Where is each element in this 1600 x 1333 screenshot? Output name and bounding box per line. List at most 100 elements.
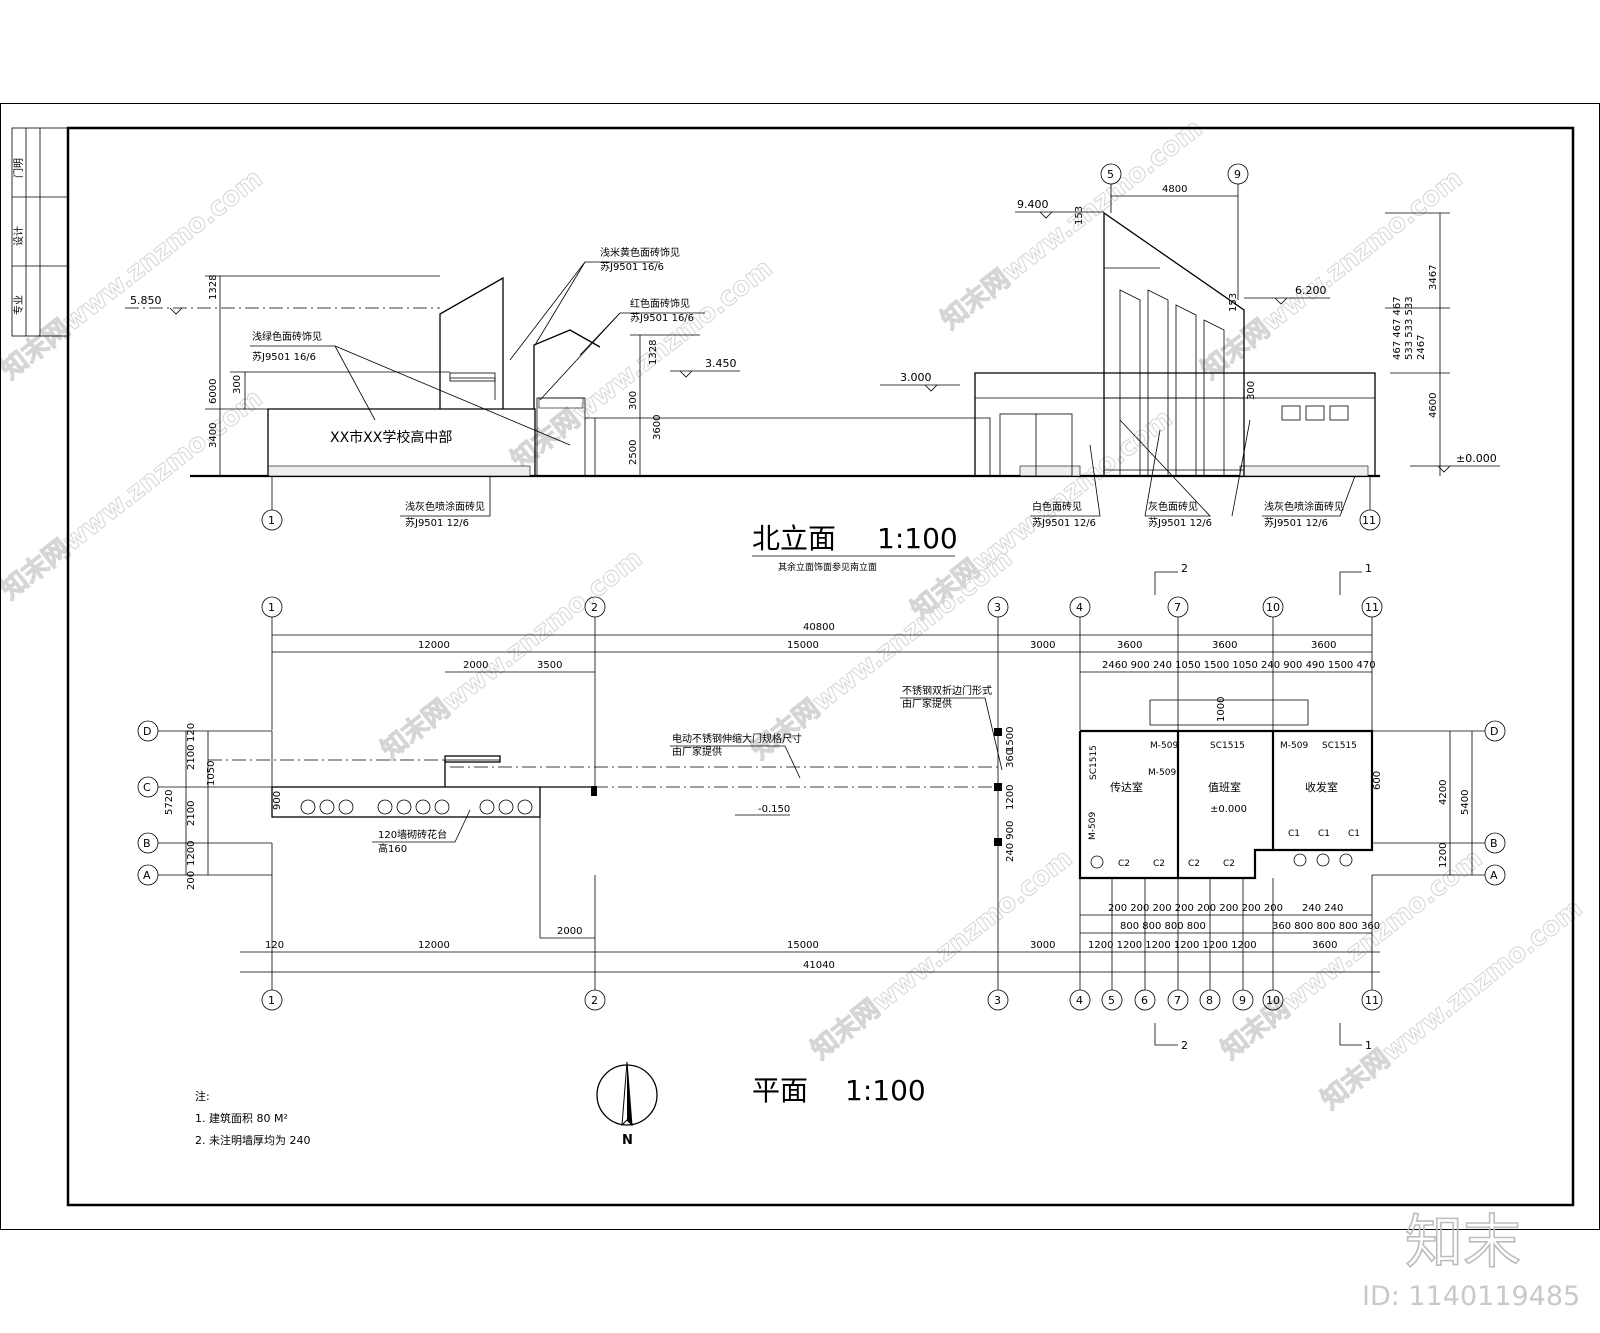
svg-text:8: 8 xyxy=(1206,994,1213,1007)
north-arrow-icon: N xyxy=(596,1061,658,1148)
svg-text:40800: 40800 xyxy=(803,622,835,633)
axis-label: 9 xyxy=(1234,168,1241,181)
svg-text:4200: 4200 xyxy=(1438,780,1449,805)
svg-text:7: 7 xyxy=(1174,601,1181,614)
svg-text:800 800 800 800: 800 800 800 800 xyxy=(1120,921,1206,932)
svg-text:11: 11 xyxy=(1365,601,1379,614)
plan-axes-bottom: 1 2 3 4 5 6 7 8 9 10 11 xyxy=(261,860,1383,1011)
elevation-axis-9: 9 xyxy=(1227,163,1249,300)
svg-text:2: 2 xyxy=(591,601,598,614)
svg-text:苏J9501 12/6: 苏J9501 12/6 xyxy=(1148,516,1212,529)
svg-text:300: 300 xyxy=(628,391,639,410)
svg-text:6.200: 6.200 xyxy=(1295,284,1327,297)
svg-text:SC1515: SC1515 xyxy=(1089,745,1099,780)
svg-text:2460 900 240 1050 1500 1: 2460 900 240 1050 1500 1050 240 900 490 … xyxy=(1102,660,1376,671)
elevation-note: 其余立面饰面参见南立面 xyxy=(778,561,877,573)
svg-text:1500: 1500 xyxy=(1005,727,1016,752)
notes-heading: 注: xyxy=(195,1089,210,1103)
image-id: ID: 1140119485 xyxy=(1362,1281,1580,1312)
svg-text:120墙砌砖花台: 120墙砌砖花台 xyxy=(378,828,447,841)
svg-text:3.000: 3.000 xyxy=(900,371,932,384)
level-3000: 3.000 xyxy=(880,371,960,392)
svg-text:4: 4 xyxy=(1076,601,1083,614)
svg-text:467 467 467: 467 467 467 xyxy=(1392,296,1403,360)
svg-text:6: 6 xyxy=(1141,994,1148,1007)
svg-text:浅灰色喷涂面砖见: 浅灰色喷涂面砖见 xyxy=(1264,500,1344,513)
svg-text:苏J9501 12/6: 苏J9501 12/6 xyxy=(405,516,469,529)
svg-text:苏J9501 12/6: 苏J9501 12/6 xyxy=(1032,516,1096,529)
axis-label: 1 xyxy=(268,514,275,527)
svg-text:5: 5 xyxy=(1108,994,1115,1007)
svg-text:浅米黄色面砖饰见: 浅米黄色面砖饰见 xyxy=(600,246,680,259)
svg-text:3600: 3600 xyxy=(1117,640,1142,651)
svg-text:10: 10 xyxy=(1266,601,1280,614)
svg-text:41040: 41040 xyxy=(803,960,835,971)
svg-text:SC1515: SC1515 xyxy=(1322,741,1357,751)
level-3450: 3.450 xyxy=(670,357,740,378)
svg-text:D: D xyxy=(1490,725,1498,738)
callout: 浅灰色喷涂面砖见 苏J9501 12/6 xyxy=(400,476,491,529)
callout: 浅灰色喷涂面砖见 苏J9501 12/6 xyxy=(1231,419,1356,529)
svg-text:3600: 3600 xyxy=(1312,940,1337,951)
level-6200: 6.200 xyxy=(1244,284,1330,305)
level-0: ±0.000 xyxy=(1410,452,1500,473)
callout: 浅米黄色面砖饰见 苏J9501 16/6 xyxy=(509,246,680,361)
svg-text:12000: 12000 xyxy=(418,640,450,651)
callout: 白色面砖见 苏J9501 12/6 xyxy=(1030,444,1101,529)
north-label: N xyxy=(622,1133,633,1148)
svg-text:苏J9501 16/6: 苏J9501 16/6 xyxy=(600,260,664,273)
svg-text:由厂家提供: 由厂家提供 xyxy=(672,745,722,758)
svg-text:C1: C1 xyxy=(1288,829,1300,839)
svg-text:5720: 5720 xyxy=(164,790,175,815)
svg-text:200 200 200 200 200 200 200 20: 200 200 200 200 200 200 200 200 xyxy=(1108,903,1283,914)
axis-label: 5 xyxy=(1107,168,1114,181)
svg-text:3600: 3600 xyxy=(1311,640,1336,651)
building-sign: XX市XX学校高中部 xyxy=(330,429,452,446)
svg-text:1: 1 xyxy=(1365,1039,1372,1052)
plan-axes-rows: D C B A D B A xyxy=(137,720,1506,886)
svg-text:2: 2 xyxy=(1181,562,1188,575)
section-marker: 2 1 2 1 xyxy=(1154,562,1372,1052)
svg-text:1: 1 xyxy=(1365,562,1372,575)
svg-text:3600: 3600 xyxy=(652,415,663,440)
svg-text:15000: 15000 xyxy=(787,640,819,651)
svg-text:M-509: M-509 xyxy=(1088,812,1098,840)
watermark-text: 知末网www.znzmo.com xyxy=(1216,843,1488,1065)
svg-text:白色面砖见: 白色面砖见 xyxy=(1032,500,1082,513)
svg-text:1: 1 xyxy=(268,994,275,1007)
callout: 红色面砖饰见 苏J9501 16/6 xyxy=(539,297,705,401)
brand-logo: 知末 ID: 1140119485 xyxy=(1362,1207,1580,1312)
note-item: 1. 建筑面积 80 M² xyxy=(195,1111,288,1125)
inner-frame xyxy=(66,126,1575,1207)
callout: 灰色面砖见 苏J9501 12/6 xyxy=(1119,419,1212,529)
svg-text:C2: C2 xyxy=(1153,859,1165,869)
svg-text:灰色面砖见: 灰色面砖见 xyxy=(1148,500,1198,513)
svg-text:3500: 3500 xyxy=(537,660,562,671)
floor-plan: 1 2 3 4 7 10 11 40800 12000 15000 3000 3… xyxy=(137,562,1506,1107)
svg-text:M-509: M-509 xyxy=(1148,768,1176,778)
room-label: 传达室 xyxy=(1110,780,1143,794)
watermark-text: 知末网www.znzmo.com xyxy=(0,383,268,605)
svg-text:3.450: 3.450 xyxy=(705,357,737,370)
svg-text:浅灰色喷涂面砖见: 浅灰色喷涂面砖见 xyxy=(405,500,485,513)
svg-text:12000: 12000 xyxy=(418,940,450,951)
elevation-axis-5: 5 xyxy=(1100,163,1122,213)
svg-text:SC1515: SC1515 xyxy=(1210,741,1245,751)
svg-text:1328: 1328 xyxy=(208,275,219,300)
svg-text:C2: C2 xyxy=(1223,859,1235,869)
svg-text:120: 120 xyxy=(265,940,284,951)
plan-title: 平面 xyxy=(752,1074,808,1107)
svg-text:153: 153 xyxy=(1228,293,1239,312)
svg-text:2000: 2000 xyxy=(557,926,582,937)
svg-text:2100: 2100 xyxy=(186,745,197,770)
svg-text:153: 153 xyxy=(1074,206,1085,225)
svg-text:苏J9501 16/6: 苏J9501 16/6 xyxy=(252,350,316,363)
svg-text:4: 4 xyxy=(1076,994,1083,1007)
svg-text:2500: 2500 xyxy=(628,440,639,465)
svg-text:B: B xyxy=(1490,837,1498,850)
north-elevation: XX市XX学校高中部 1 xyxy=(125,163,1500,573)
notes: 注: 1. 建筑面积 80 M² 2. 未注明墙厚均为 240 xyxy=(195,1089,310,1147)
room-label: 收发室 xyxy=(1305,780,1338,794)
svg-text:6000: 6000 xyxy=(208,379,219,404)
